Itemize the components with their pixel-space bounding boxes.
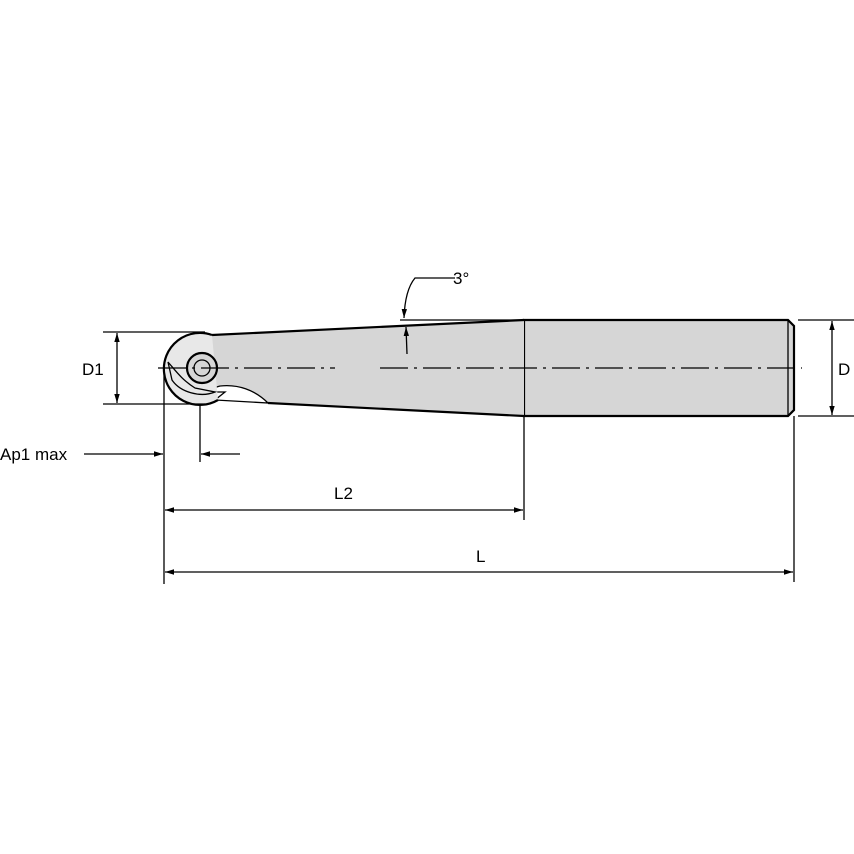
insert-clamp <box>167 361 218 395</box>
angle-leader <box>401 277 455 319</box>
ap1-max-label: Ap1 max <box>0 445 68 464</box>
angle-arrow <box>403 326 410 355</box>
l-label: L <box>476 547 485 566</box>
neck-top-edge <box>211 318 525 337</box>
tapered-neck <box>210 320 524 416</box>
l2-label: L2 <box>334 484 353 503</box>
taper-angle-label: 3° <box>453 269 469 288</box>
d-label: D <box>838 360 850 379</box>
neck-bottom-edge <box>267 401 525 418</box>
d1-label: D1 <box>82 360 104 379</box>
